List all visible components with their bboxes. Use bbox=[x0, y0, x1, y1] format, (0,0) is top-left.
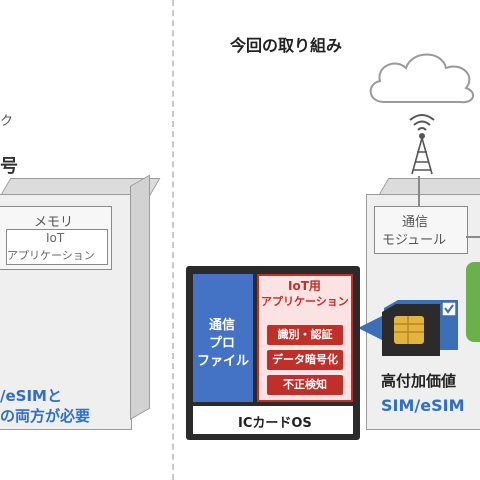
module-vertical-line bbox=[418, 176, 420, 206]
module-connector-line bbox=[466, 236, 480, 238]
ic-os-block bbox=[193, 406, 353, 434]
comm-module-label-1: 通信 bbox=[402, 215, 429, 230]
left-fragment-2: 号 bbox=[0, 156, 18, 177]
caption-line-2: SIM/eSIM bbox=[381, 396, 465, 415]
feature-encryption: データ暗号化 bbox=[267, 350, 343, 370]
profile-label-2: プロ bbox=[209, 336, 236, 351]
comm-module-label-2: モジュール bbox=[382, 233, 447, 248]
green-chip bbox=[466, 262, 480, 342]
iot-app-label-1: IoT用 bbox=[288, 279, 321, 293]
left-iot-label-2: アプリケーション bbox=[7, 249, 95, 262]
left-bottom-line-1: /eSIMと bbox=[0, 387, 62, 405]
ic-os-label: ICカードOS bbox=[238, 416, 312, 431]
section-divider bbox=[172, 0, 174, 480]
sim-pointer bbox=[358, 316, 382, 340]
left-bottom-line-2: の両方が必要 bbox=[0, 407, 91, 425]
feature-auth: 識別・認証 bbox=[267, 325, 343, 345]
comm-module-box bbox=[374, 206, 468, 254]
profile-label-3: ファイル bbox=[197, 354, 250, 369]
right-title: 今回の取り組み bbox=[230, 36, 343, 55]
memory-label: メモリ bbox=[34, 215, 74, 230]
profile-label-1: 通信 bbox=[209, 318, 236, 333]
left-fragment-1: ク bbox=[0, 114, 14, 129]
left-iot-label-1: IoT bbox=[46, 231, 65, 245]
iot-app-label-2: アプリケーション bbox=[261, 295, 349, 308]
caption-line-1: 高付加価値 bbox=[381, 372, 457, 390]
cloud-icon bbox=[369, 53, 475, 104]
sim-card-icon bbox=[382, 300, 458, 356]
profile-block bbox=[193, 274, 253, 402]
feature-fraud-detection: 不正検知 bbox=[267, 375, 343, 395]
left-device-side bbox=[130, 174, 150, 420]
antenna-icon bbox=[409, 114, 435, 175]
left-iot-app-box bbox=[6, 229, 108, 265]
